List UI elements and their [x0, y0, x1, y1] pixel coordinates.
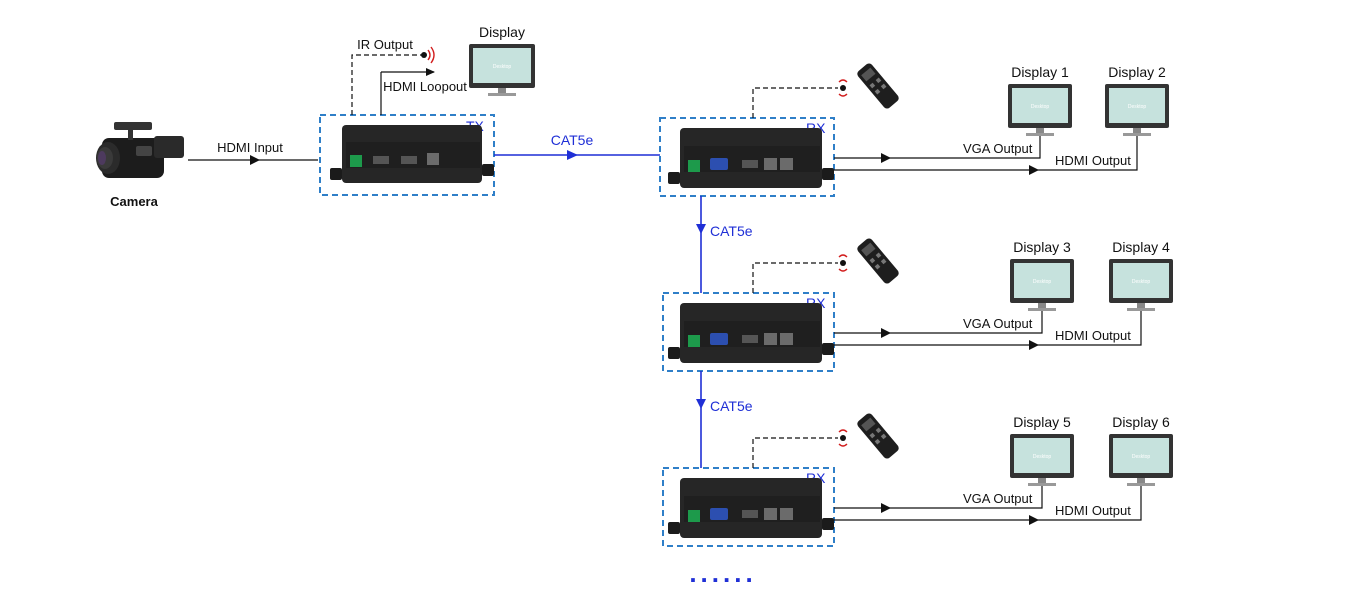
- vga-output-label: VGA Output: [963, 141, 1033, 156]
- hdmi-input-arrow-icon: [250, 155, 260, 165]
- cascade-arrow-icon: [696, 224, 706, 234]
- display-monitor-icon: Desktop: [1109, 434, 1173, 486]
- continuation-dots: ......: [689, 558, 756, 588]
- remote-control-icon: [857, 413, 899, 459]
- vga-output-label: VGA Output: [963, 491, 1033, 506]
- display-monitor-icon: Desktop: [1105, 84, 1169, 136]
- hdmi-arrow-icon: [1029, 165, 1039, 175]
- vga-arrow-icon: [881, 153, 891, 163]
- ir-output-label: IR Output: [357, 37, 413, 52]
- ir-receiver-icon: [838, 254, 848, 272]
- vga-arrow-icon: [881, 328, 891, 338]
- ir-receiver-icon: [838, 79, 848, 97]
- hdmi-arrow-icon: [1029, 340, 1039, 350]
- vga-arrow-icon: [881, 503, 891, 513]
- tx-device-icon: [330, 125, 494, 183]
- hdmi-output-line: [834, 480, 1142, 521]
- camcorder-icon: [96, 122, 184, 178]
- rx-device-icon: [668, 128, 834, 188]
- display-monitor-icon-screen-text: Desktop: [1033, 279, 1052, 285]
- ir-receiver-icon: [838, 429, 848, 447]
- vga-output-line: [834, 480, 1043, 509]
- vga-output-line: [834, 130, 1041, 159]
- loopout-monitor-icon: Desktop: [469, 44, 535, 96]
- rx-frame: [659, 117, 835, 197]
- vga-output-label: VGA Output: [963, 316, 1033, 331]
- display-monitor-icon: Desktop: [1109, 259, 1173, 311]
- display-label: Display 5: [1013, 414, 1071, 430]
- rx-frame: [662, 467, 835, 547]
- cascade-arrow-icon: [696, 399, 706, 409]
- rx-ir-line: [752, 87, 838, 118]
- hdmi-output-label: HDMI Output: [1055, 153, 1131, 168]
- hdmi-loopout-label: HDMI Loopout: [383, 79, 467, 94]
- tx-unit: TX: [319, 114, 495, 196]
- display-monitor-icon-screen-text: Desktop: [1132, 279, 1151, 285]
- camera-label: Camera: [110, 194, 158, 209]
- display-monitor-icon: Desktop: [1010, 259, 1074, 311]
- remote-control-icon: [857, 63, 899, 109]
- tx-to-rx1-cat5e-label: CAT5e: [551, 132, 594, 148]
- hdmi-arrow-icon: [1029, 515, 1039, 525]
- loopout-screen-text: Desktop: [493, 64, 512, 70]
- rx-device-icon: [668, 478, 834, 538]
- display-monitor-icon: Desktop: [1008, 84, 1072, 136]
- display-monitor-icon-screen-text: Desktop: [1128, 104, 1147, 110]
- display-monitor-icon: Desktop: [1010, 434, 1074, 486]
- display-monitor-icon-screen-text: Desktop: [1132, 454, 1151, 460]
- loopout-display-label: Display: [479, 24, 525, 40]
- hdmi-output-label: HDMI Output: [1055, 503, 1131, 518]
- rx-ir-line: [752, 262, 838, 293]
- remote-control-icon: [857, 238, 899, 284]
- display-label: Display 2: [1108, 64, 1166, 80]
- display-monitor-icon-screen-text: Desktop: [1031, 104, 1050, 110]
- display-label: Display 1: [1011, 64, 1069, 80]
- hdmi-output-line: [834, 130, 1138, 171]
- hdmi-output-label: HDMI Output: [1055, 328, 1131, 343]
- tx-to-rx1-arrow-icon: [567, 150, 578, 160]
- display-label: Display 6: [1112, 414, 1170, 430]
- display-monitor-icon-screen-text: Desktop: [1033, 454, 1052, 460]
- ir-emitter-icon: [421, 46, 435, 64]
- rx-ir-line: [752, 437, 838, 468]
- display-label: Display 4: [1112, 239, 1170, 255]
- cascade-cat5e-label: CAT5e: [710, 398, 753, 414]
- cascade-cat5e-label: CAT5e: [710, 223, 753, 239]
- rx-frame: [662, 292, 835, 372]
- rx-device-icon: [668, 303, 834, 363]
- tx-ir-output-line: [351, 54, 422, 115]
- hdmi-input-label: HDMI Input: [217, 140, 283, 155]
- vga-output-line: [834, 305, 1043, 334]
- hdmi-output-line: [834, 305, 1142, 346]
- display-label: Display 3: [1013, 239, 1071, 255]
